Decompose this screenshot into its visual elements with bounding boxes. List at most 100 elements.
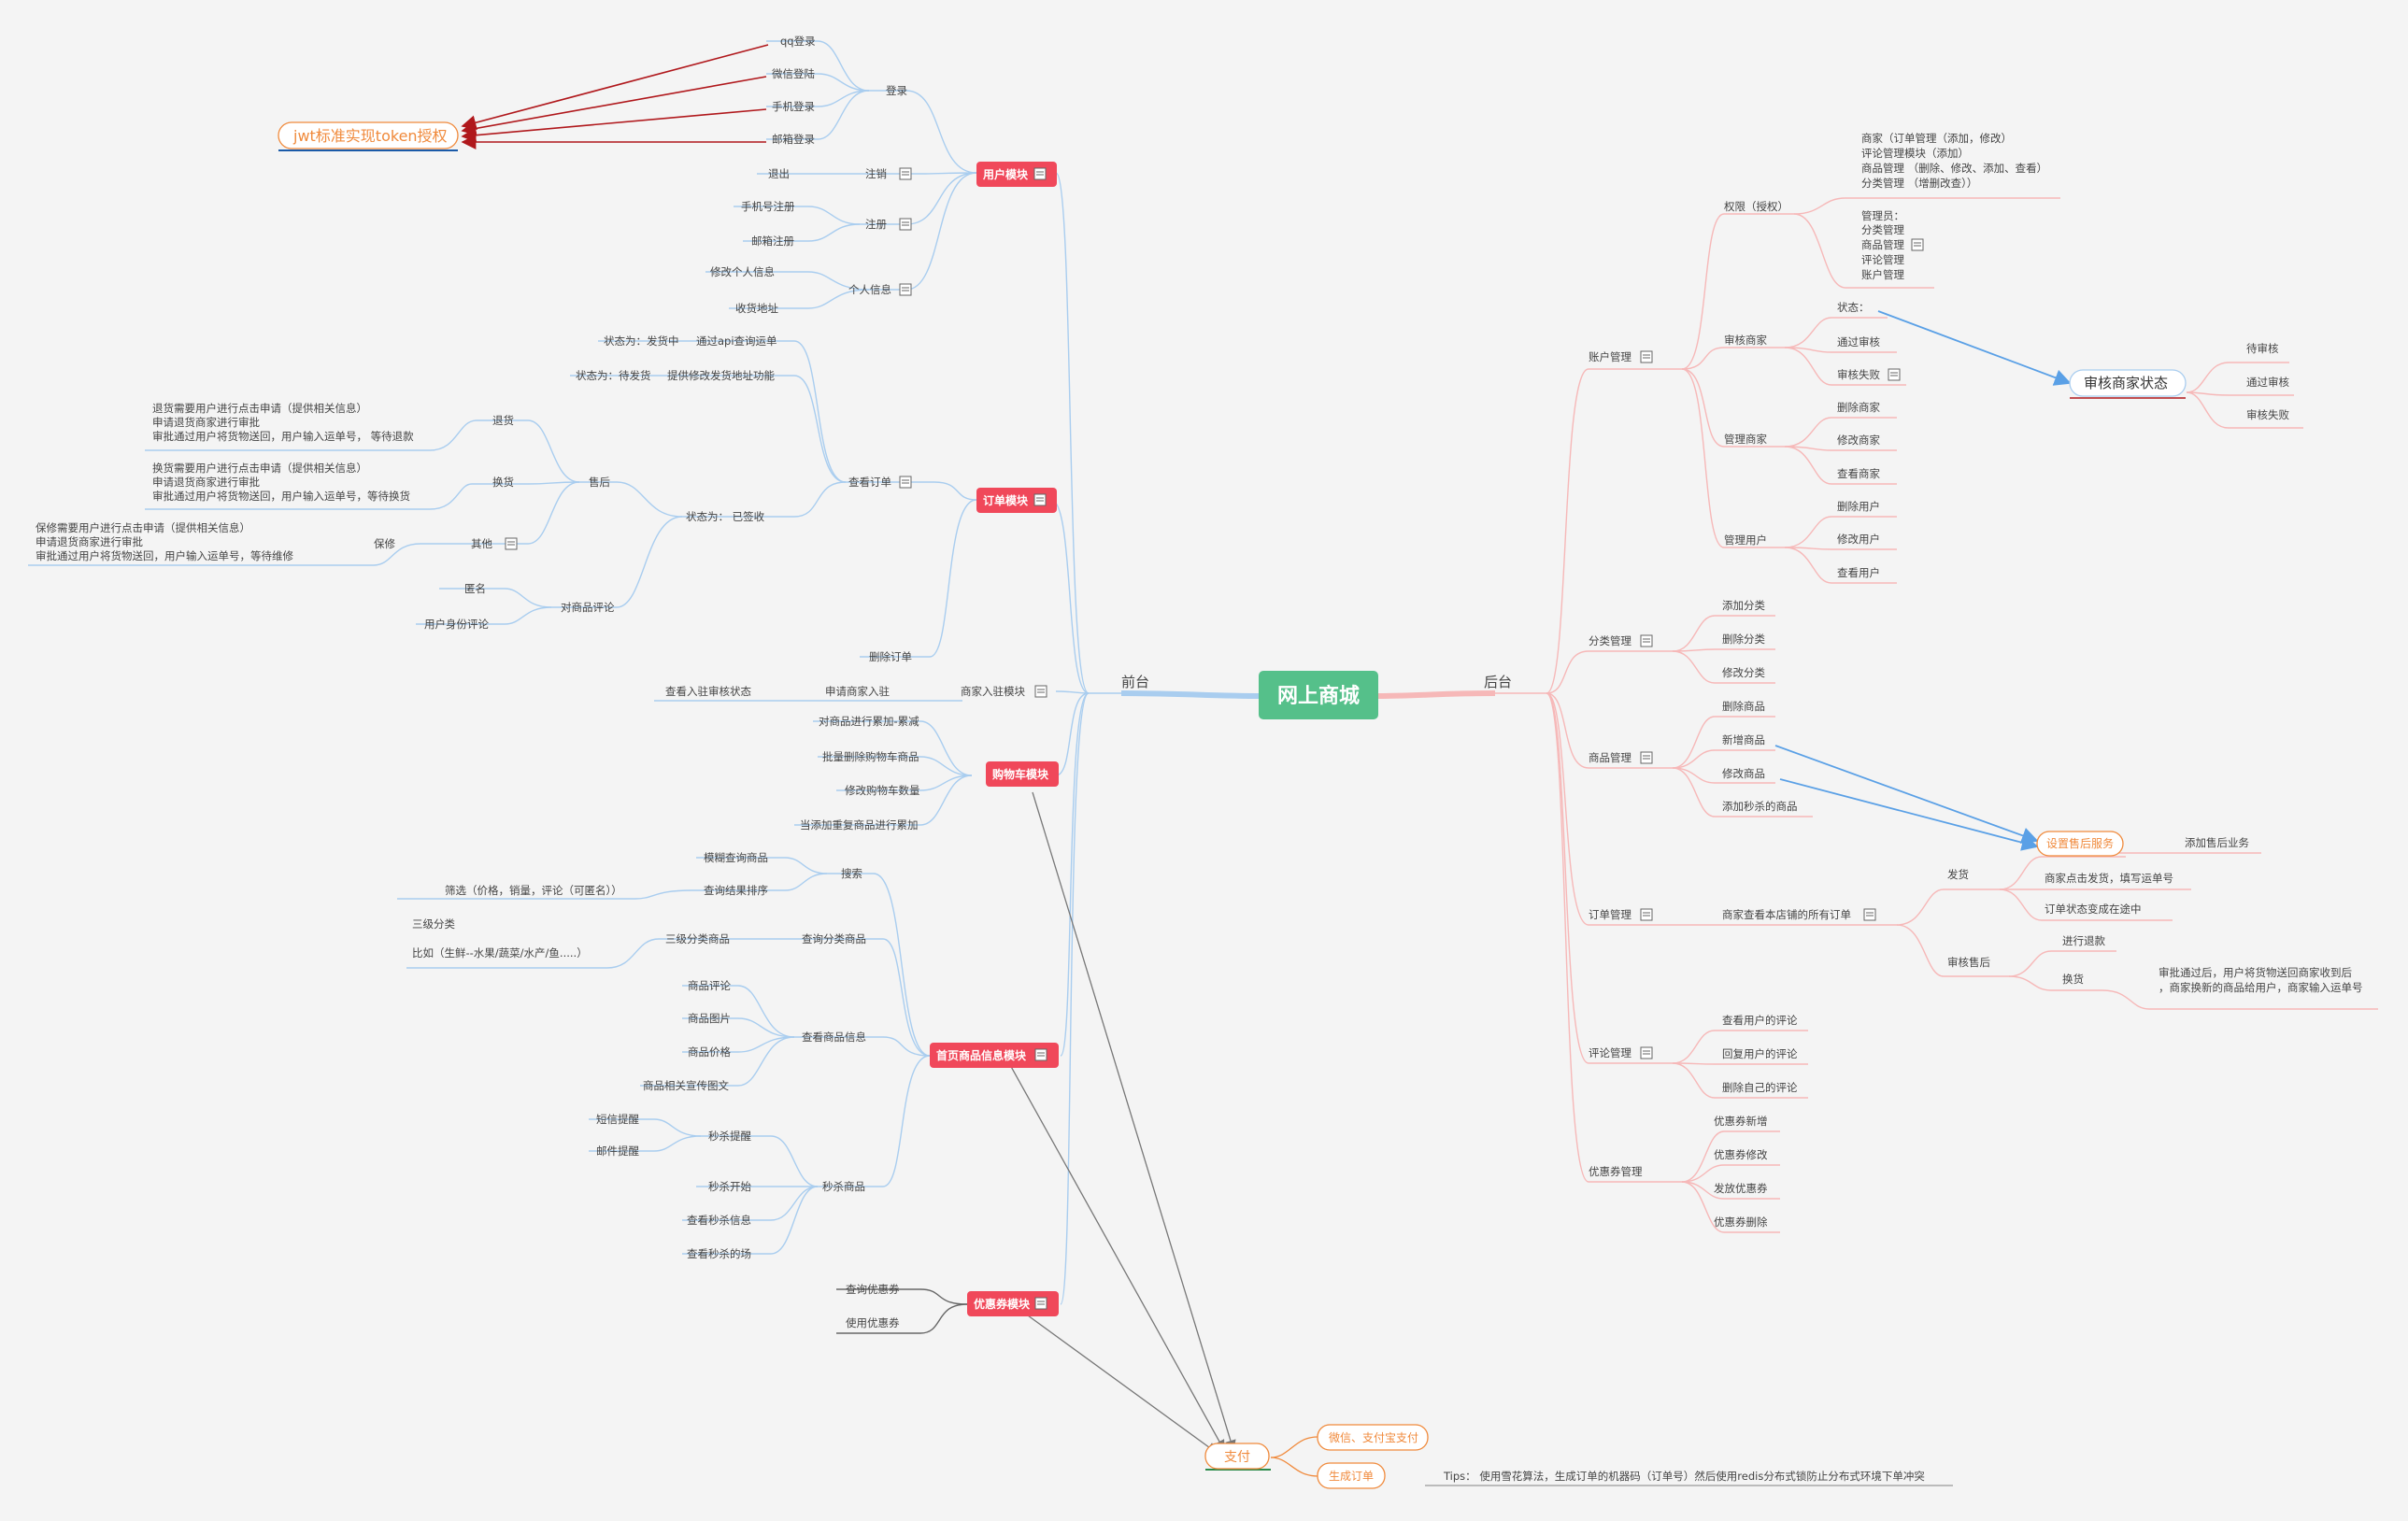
product-mgmt-node[interactable]: 商品管理 <box>1589 751 1631 764</box>
prod-seckill[interactable]: 添加秒杀的商品 <box>1722 800 1798 813</box>
note-icon[interactable] <box>1033 493 1047 506</box>
search-fuzzy[interactable]: 模糊查询商品 <box>704 851 768 864</box>
search-sort-detail[interactable]: 筛选（价格，销量，评论（可匿名）） <box>445 884 622 897</box>
bc-edit[interactable]: 优惠券修改 <box>1714 1148 1768 1161</box>
module-cart[interactable]: 购物车模块 <box>986 761 1059 787</box>
profile-edit[interactable]: 修改个人信息 <box>710 265 775 278</box>
info-price[interactable]: 商品价格 <box>688 1045 731 1059</box>
rev-delete[interactable]: 删除自己的评论 <box>1722 1081 1798 1094</box>
cart-item-4[interactable]: 当添加重复商品进行累加 <box>800 818 919 832</box>
coupon-query[interactable]: 查询优惠券 <box>846 1283 900 1296</box>
audit-exchange[interactable]: 换货 <box>2062 973 2084 986</box>
rev-reply[interactable]: 回复用户的评论 <box>1722 1047 1798 1060</box>
category-node[interactable]: 查询分类商品 <box>802 932 866 945</box>
register-phone[interactable]: 手机号注册 <box>741 200 795 213</box>
mu-edit[interactable]: 修改用户 <box>1837 533 1880 546</box>
note-icon[interactable] <box>899 167 912 180</box>
seckill-node[interactable]: 秒杀商品 <box>822 1180 865 1193</box>
note-icon[interactable] <box>1911 238 1924 251</box>
audit-pass[interactable]: 通过审核 <box>1837 335 1880 348</box>
module-coupon[interactable]: 优惠券模块 <box>967 1291 1059 1316</box>
mm-view[interactable]: 查看商家 <box>1837 467 1880 480</box>
note-icon[interactable] <box>1640 1046 1653 1059</box>
login-qq[interactable]: qq登录 <box>780 35 816 48</box>
delete-order[interactable]: 删除订单 <box>869 650 912 663</box>
note-icon[interactable] <box>899 218 912 231</box>
after-service-add[interactable]: 添加售后业务 <box>2185 836 2249 849</box>
note-icon[interactable] <box>1640 634 1653 647</box>
register-email[interactable]: 邮箱注册 <box>751 235 794 248</box>
note-icon[interactable] <box>1034 685 1047 698</box>
center-node[interactable] <box>1259 671 1378 719</box>
note-icon[interactable] <box>899 476 912 489</box>
category-mgmt-node[interactable]: 分类管理 <box>1589 634 1631 647</box>
note-icon[interactable] <box>1863 908 1876 921</box>
audit-node[interactable]: 审核商家 <box>1724 334 1767 347</box>
note-icon[interactable] <box>1640 751 1653 764</box>
audit-refund[interactable]: 进行退款 <box>2062 934 2105 947</box>
note-icon[interactable] <box>1640 908 1653 921</box>
info-node[interactable]: 查看商品信息 <box>802 1031 866 1044</box>
prod-edit[interactable]: 修改商品 <box>1722 767 1765 780</box>
payment-methods[interactable]: 微信、支付宝支付 <box>1317 1424 1429 1451</box>
status-shipping-detail[interactable]: 通过api查询运单 <box>696 334 777 348</box>
cat-edit[interactable]: 修改分类 <box>1722 666 1765 679</box>
status-pending[interactable]: 状态为：待发货 <box>576 369 651 382</box>
audit-status[interactable]: 状态： <box>1837 301 1870 314</box>
cat-delete[interactable]: 删除分类 <box>1722 633 1765 646</box>
audit-status-pending[interactable]: 待审核 <box>2246 342 2279 355</box>
status-shipping[interactable]: 状态为：发货中 <box>604 334 679 348</box>
seckill-info[interactable]: 查看秒杀信息 <box>687 1214 751 1227</box>
review-anon[interactable]: 匿名 <box>464 582 486 595</box>
order-mgmt-node[interactable]: 订单管理 <box>1589 908 1631 921</box>
status-pending-detail[interactable]: 提供修改发货地址功能 <box>667 369 775 382</box>
mm-edit[interactable]: 修改商家 <box>1837 434 1880 447</box>
logout-exit[interactable]: 退出 <box>768 167 790 180</box>
info-image[interactable]: 商品图片 <box>688 1012 731 1025</box>
after-service-node[interactable]: 设置售后服务 <box>2036 831 2124 857</box>
rev-view[interactable]: 查看用户的评论 <box>1722 1014 1798 1027</box>
search-node[interactable]: 搜索 <box>841 867 862 880</box>
seckill-start[interactable]: 秒杀开始 <box>708 1180 751 1193</box>
note-icon[interactable] <box>1034 1297 1047 1310</box>
audit-status-node[interactable]: 审核商家状态 <box>2069 369 2187 399</box>
bc-delete[interactable]: 优惠券删除 <box>1714 1215 1768 1229</box>
category-level3[interactable]: 三级分类商品 <box>665 932 730 945</box>
audit-fail[interactable]: 审核失败 <box>1837 368 1880 381</box>
view-order-node[interactable]: 查看订单 <box>848 476 891 489</box>
module-home[interactable]: 首页商品信息模块 <box>930 1043 1059 1068</box>
seckill-sms[interactable]: 短信提醒 <box>596 1113 639 1126</box>
note-icon[interactable] <box>1888 368 1901 381</box>
payment-node[interactable]: 支付 <box>1204 1443 1270 1470</box>
info-promo[interactable]: 商品相关宣传图文 <box>643 1079 729 1092</box>
profile-node[interactable]: 个人信息 <box>848 283 891 296</box>
module-user[interactable]: 用户模块 <box>976 162 1057 187</box>
login-email[interactable]: 邮箱登录 <box>772 133 815 146</box>
status-signed[interactable]: 状态为： 已签收 <box>686 510 765 523</box>
audit-status-fail[interactable]: 审核失败 <box>2246 408 2289 421</box>
prod-delete[interactable]: 删除商品 <box>1722 700 1765 713</box>
cart-item-1[interactable]: 对商品进行累加-累减 <box>819 715 919 728</box>
merchant-node[interactable]: 商家入驻模块 <box>961 685 1025 698</box>
jwt-node[interactable]: jwt标准实现token授权 <box>278 121 459 151</box>
search-sort[interactable]: 查询结果排序 <box>704 884 768 897</box>
seckill-remind[interactable]: 秒杀提醒 <box>708 1130 751 1143</box>
merchant-apply[interactable]: 申请商家入驻 <box>825 685 890 698</box>
mm-delete[interactable]: 删除商家 <box>1837 401 1880 414</box>
coupon-use[interactable]: 使用优惠券 <box>846 1316 900 1329</box>
cart-item-2[interactable]: 批量删除购物车商品 <box>822 750 919 763</box>
login-wechat[interactable]: 微信登陆 <box>772 67 815 80</box>
note-icon[interactable] <box>1034 1048 1047 1061</box>
module-order[interactable]: 订单模块 <box>976 488 1057 513</box>
note-icon[interactable] <box>505 537 518 550</box>
repair-node[interactable]: 保修 <box>374 537 395 550</box>
order-view-all[interactable]: 商家查看本店铺的所有订单 <box>1722 908 1851 921</box>
mu-delete[interactable]: 删除用户 <box>1837 500 1880 513</box>
audit-after-node[interactable]: 审核售后 <box>1947 956 1990 969</box>
seckill-email[interactable]: 邮件提醒 <box>596 1144 639 1158</box>
cart-item-3[interactable]: 修改购物车数量 <box>845 784 920 797</box>
note-icon[interactable] <box>1033 167 1047 180</box>
perm-node[interactable]: 权限（授权） <box>1724 200 1788 213</box>
bc-issue[interactable]: 发放优惠券 <box>1714 1182 1768 1195</box>
cat-add[interactable]: 添加分类 <box>1722 599 1765 612</box>
